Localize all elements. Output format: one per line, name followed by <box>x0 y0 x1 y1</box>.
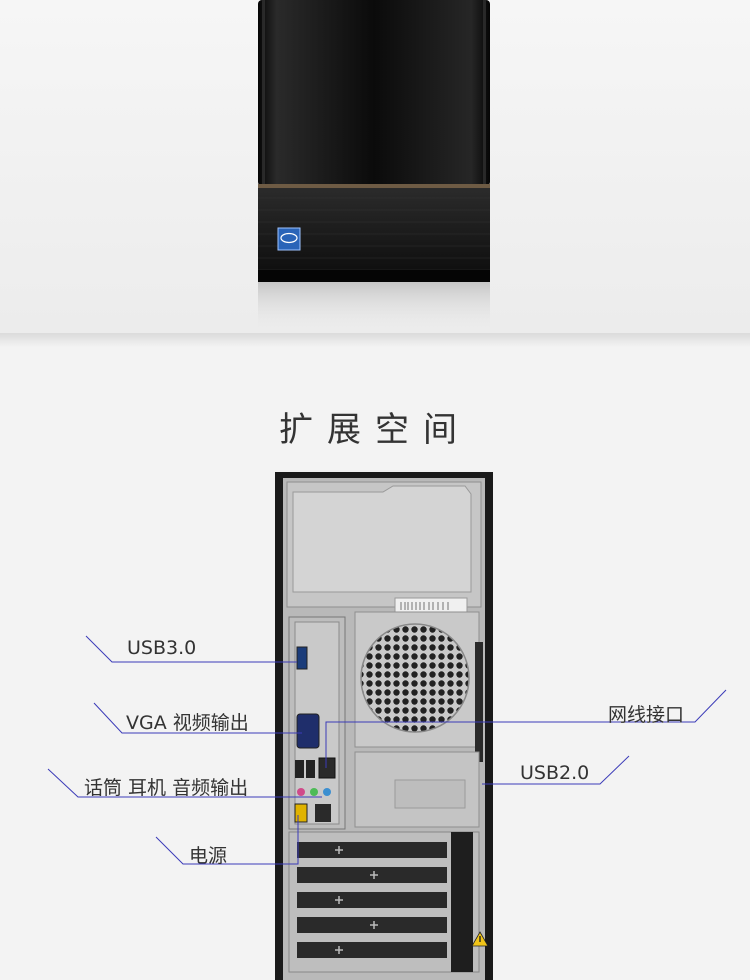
callout-label-vga: VGA 视频输出 <box>126 712 249 734</box>
intel-badge-icon <box>277 227 301 251</box>
callout-label-usb3: USB3.0 <box>127 637 197 659</box>
band-shadow <box>0 333 750 347</box>
callout-label-usb2: USB2.0 <box>520 762 590 784</box>
callout-line-vga <box>93 702 302 734</box>
tower-rear-view <box>275 472 493 980</box>
callout-label-audio: 话筒 耳机 音频输出 <box>84 777 249 799</box>
tower-front-view <box>258 0 490 333</box>
section-title: 扩展空间 <box>279 410 471 451</box>
callout-line-usb3 <box>85 635 297 663</box>
callout-line-usb2 <box>482 755 630 785</box>
callout-line-audio <box>47 768 322 798</box>
callout-label-power: 电源 <box>189 845 228 867</box>
callout-line-lan <box>325 689 727 768</box>
callout-label-lan: 网线接口 <box>608 704 685 726</box>
callout-line-power <box>155 815 299 865</box>
warning-triangle-icon <box>471 931 489 947</box>
